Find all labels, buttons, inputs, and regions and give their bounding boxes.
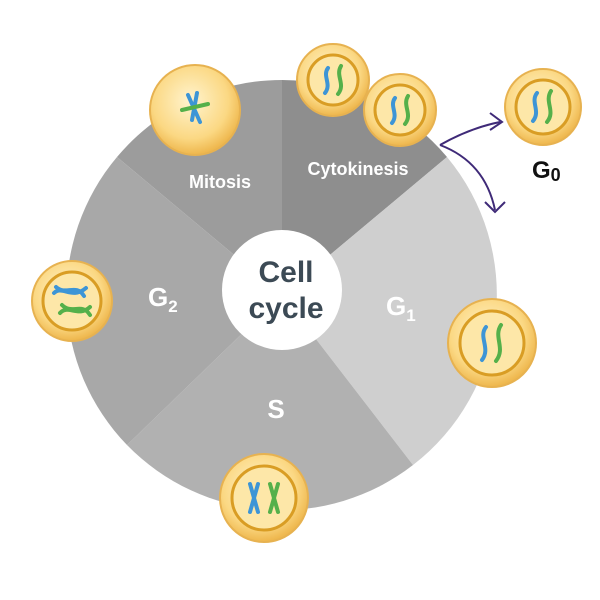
g2-segment xyxy=(66,157,282,445)
g1-label: G1 xyxy=(386,291,416,325)
g1-subscript: 1 xyxy=(406,306,415,325)
center-title-line1: Cell xyxy=(258,256,313,289)
cytokinesis-cell-2-icon xyxy=(363,73,437,147)
g0-cell-icon xyxy=(504,68,582,146)
center-title-line2: cycle xyxy=(248,292,323,325)
g2-cell-icon xyxy=(31,260,113,342)
mitosis-label: Mitosis xyxy=(189,172,251,192)
g0-label: G0 xyxy=(532,157,561,185)
cytokinesis-label: Cytokinesis xyxy=(307,159,408,179)
g0-exit-arrows xyxy=(439,112,506,214)
s-segment xyxy=(127,295,413,511)
g1-segment xyxy=(282,157,497,465)
center-circle xyxy=(222,230,342,350)
g1-cell-icon xyxy=(447,298,537,388)
s-label: S xyxy=(267,394,284,424)
g2-label: G2 xyxy=(148,282,178,316)
g0-subscript: 0 xyxy=(551,165,561,185)
cytokinesis-cell-1-icon xyxy=(296,43,370,117)
g2-subscript: 2 xyxy=(168,297,177,316)
s-cell-icon xyxy=(219,453,309,543)
mitosis-cell-icon xyxy=(149,64,241,156)
